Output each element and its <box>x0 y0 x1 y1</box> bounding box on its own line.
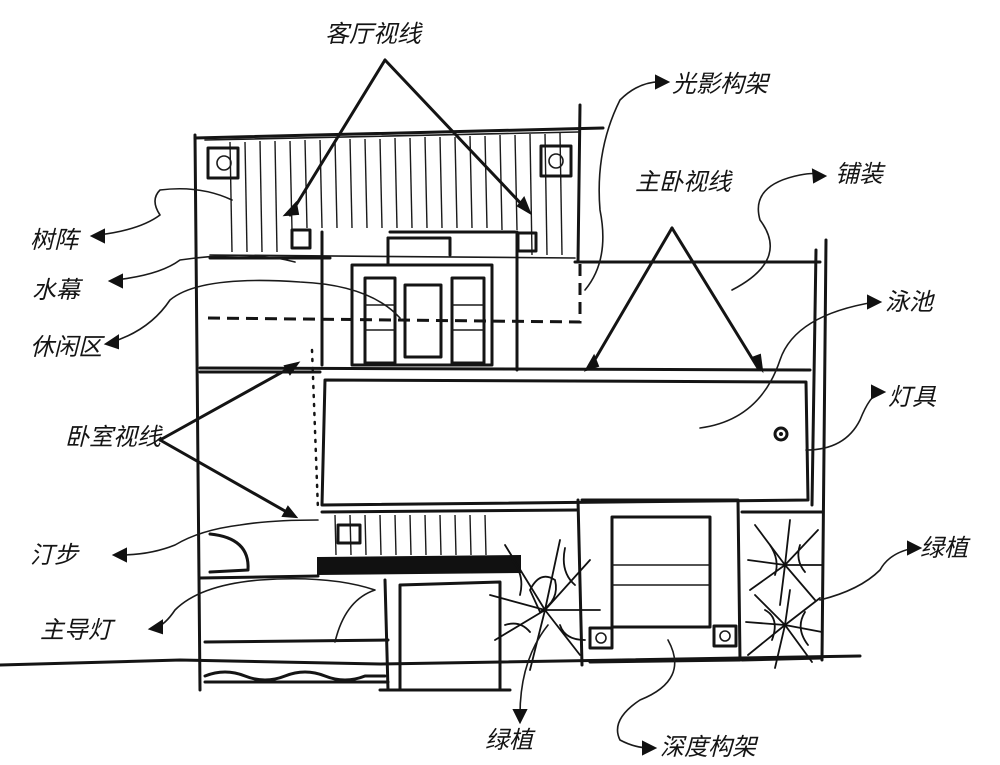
east-wall <box>820 238 828 662</box>
label-bedroom-view: 卧室视线 <box>65 423 163 451</box>
label-pergola-top: 光影构架 <box>672 70 771 98</box>
planting-cluster-right-2 <box>745 589 823 669</box>
deck-strip <box>317 508 580 576</box>
east-wall-inner <box>810 248 818 507</box>
site-boundary-top <box>193 126 605 140</box>
leisure-furniture <box>350 236 494 367</box>
label-pool: 泳池 <box>885 288 935 316</box>
planting-cluster-right-1 <box>747 519 823 606</box>
deep-pergola-structure <box>576 498 824 667</box>
pergola-right-edge <box>576 103 582 264</box>
stepping-stone <box>208 532 250 574</box>
label-outdoor-lamp: 灯具 <box>888 383 937 411</box>
label-deep-pergola: 深度构架 <box>660 733 759 761</box>
site-plan <box>0 103 862 692</box>
label-paving: 铺装 <box>835 160 886 188</box>
label-water-curtain: 水幕 <box>32 276 84 304</box>
label-main-lamp: 主导灯 <box>40 616 116 644</box>
label-living-room-view: 客厅视线 <box>325 20 423 48</box>
label-trees: 树阵 <box>30 226 82 254</box>
label-leisure-area: 休闲区 <box>30 333 105 361</box>
planting-cluster-bottom <box>489 539 601 671</box>
leisure-area-boundary <box>207 262 582 324</box>
light-shadow-pergola <box>204 131 579 259</box>
swimming-pool <box>310 348 810 512</box>
label-bedroom-main-view: 主卧视线 <box>635 168 733 196</box>
label-stepping-stones: 汀步 <box>30 541 80 569</box>
annotation-labels: 客厅视线 光影构架 主卧视线 铺装 树阵 水幕 泳池 休闲区 灯具 卧室视线 汀… <box>30 20 971 761</box>
label-planting-bottom: 绿植 <box>485 726 536 754</box>
site-boundary-left <box>193 133 202 692</box>
view-lines <box>158 58 764 519</box>
label-planting-right: 绿植 <box>920 534 971 562</box>
leader-lines <box>89 74 923 756</box>
